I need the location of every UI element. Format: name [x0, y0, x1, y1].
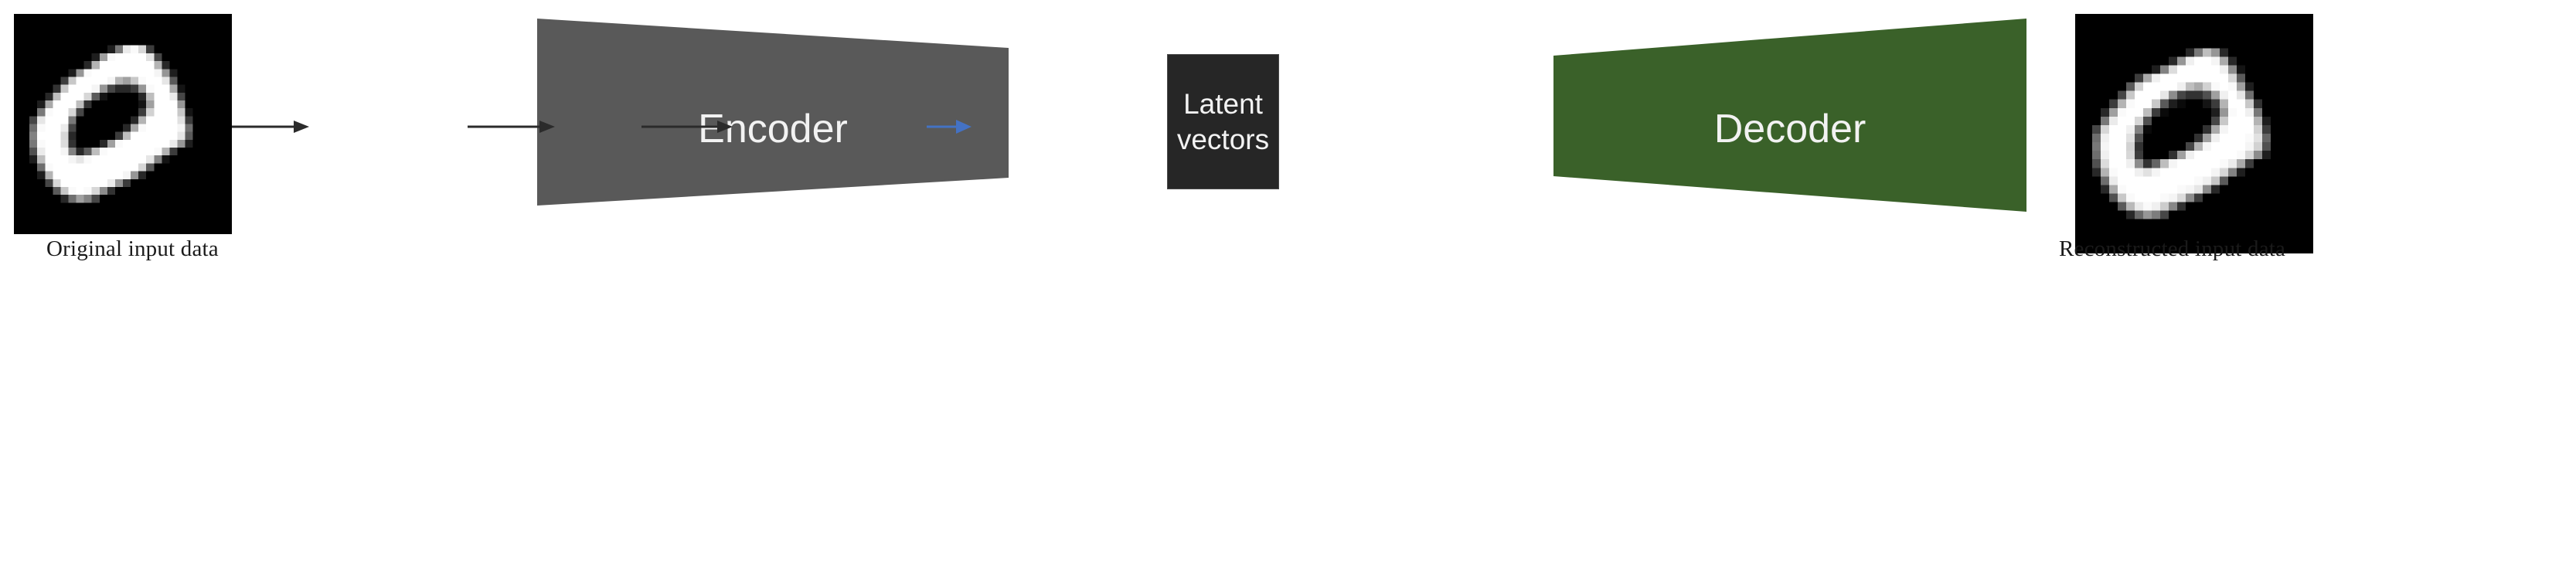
latent-vectors-block[interactable]: Latent vectors [1167, 54, 1279, 189]
original-input-caption: Original input data [46, 236, 219, 261]
latent-label-line2: vectors [1176, 123, 1270, 155]
input-to-encoder-arrow [232, 117, 309, 136]
mnist-digit-zero-bitmap [14, 14, 232, 234]
reconstructed-output-caption: Reconstructed input data [2059, 236, 2286, 261]
decoder-block[interactable]: Decoder [1553, 12, 2026, 246]
decoder-to-output-arrow [927, 117, 972, 136]
mnist-digit-zero-bitmap [2075, 14, 2313, 253]
latent-to-decoder-arrow [641, 117, 733, 136]
reconstructed-output-image [2075, 14, 2313, 253]
latent-label-line1: Latent [1183, 88, 1263, 121]
original-input-image [14, 14, 232, 234]
encoder-to-latent-arrow [468, 117, 555, 136]
